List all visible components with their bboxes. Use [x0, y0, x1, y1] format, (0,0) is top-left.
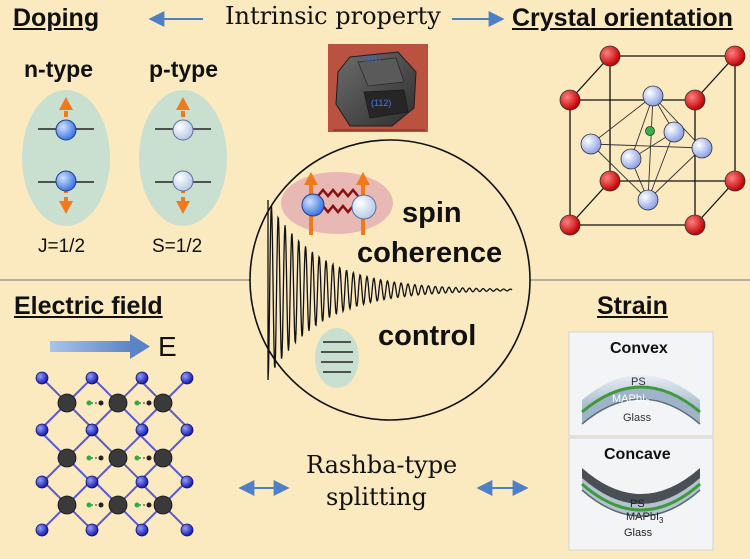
intrinsic-property-label: Intrinsic property — [225, 2, 441, 30]
cation-atom — [134, 455, 140, 461]
center-circle — [249, 139, 531, 421]
cation-atom — [146, 400, 152, 406]
lattice-atom-metal — [57, 495, 77, 515]
crystal-orientation-heading: Crystal orientation — [512, 4, 733, 32]
convex-ps-label: PS — [631, 376, 646, 388]
electric-field-heading: Electric field — [14, 292, 163, 320]
lattice-atom-small — [180, 371, 194, 385]
damped-oscillation — [267, 200, 513, 381]
p-type-label: p-type — [149, 56, 218, 82]
lattice-atom-metal — [153, 448, 173, 468]
lattice-atom-small — [85, 371, 99, 385]
strain-convex-panel — [568, 331, 714, 437]
cation-atom — [86, 400, 92, 406]
facet-label-112: (112) — [371, 98, 392, 108]
concave-label: Concave — [604, 446, 671, 463]
cation-atom — [86, 455, 92, 461]
cation-atom — [98, 455, 104, 461]
strain-concave-panel — [568, 437, 714, 551]
lattice-atom-metal — [108, 393, 128, 413]
lattice-atom-metal — [108, 448, 128, 468]
rashba-label-line2: splitting — [326, 483, 427, 511]
s-half-label: S=1/2 — [152, 236, 203, 257]
lattice-atom-small — [85, 523, 99, 537]
control-label: control — [378, 320, 477, 352]
lattice-atom-small — [85, 423, 99, 437]
facet-label-001: (001) — [362, 55, 381, 64]
rashba-label-line1: Rashba-type — [306, 451, 458, 479]
lattice-atom-small — [180, 475, 194, 489]
lattice-atom-small — [135, 423, 149, 437]
spin-pair-icon — [281, 172, 393, 235]
lattice-atom-small — [35, 475, 49, 489]
doping-heading: Doping — [13, 4, 100, 32]
cation-atom — [98, 502, 104, 508]
concave-mapbi-label: MAPbI3 — [626, 511, 664, 526]
cation-atom — [146, 455, 152, 461]
lattice-atom-small — [180, 523, 194, 537]
cation-atom — [146, 502, 152, 508]
lattice-atom-metal — [57, 448, 77, 468]
spin-label: spin — [402, 197, 462, 229]
lattice-atoms — [559, 45, 746, 236]
molecular-lattice — [35, 371, 194, 537]
convex-mapbi-label: MAPbI3 — [612, 393, 650, 408]
n-type-label: n-type — [24, 56, 93, 82]
concave-glass-label: Glass — [624, 527, 653, 539]
electric-field-arrow — [50, 334, 150, 359]
cation-atom — [98, 400, 104, 406]
j-half-label: J=1/2 — [38, 236, 86, 257]
control-blob — [315, 328, 359, 388]
n-type-blob — [22, 90, 110, 226]
lattice-atom-metal — [153, 393, 173, 413]
lattice-atom-small — [135, 371, 149, 385]
lattice-atom-small — [135, 523, 149, 537]
coherence-label: coherence — [357, 237, 503, 269]
e-symbol: E — [158, 331, 177, 362]
lattice-atom-metal — [108, 495, 128, 515]
cation-atom — [134, 502, 140, 508]
lattice-atom-metal — [57, 393, 77, 413]
lattice-atom-small — [35, 371, 49, 385]
lattice-atom-small — [35, 523, 49, 537]
lattice-atom-small — [35, 423, 49, 437]
p-type-blob — [139, 90, 227, 226]
lattice-atom-small — [135, 475, 149, 489]
convex-glass-label: Glass — [623, 412, 652, 424]
lattice-atom-metal — [153, 495, 173, 515]
concave-ps-label: PS — [630, 498, 645, 510]
crystal-photo — [328, 44, 428, 132]
lattice-atom-small — [85, 475, 99, 489]
cation-atom — [86, 502, 92, 508]
lattice-atom-small — [180, 423, 194, 437]
convex-label: Convex — [610, 340, 668, 357]
strain-heading: Strain — [597, 292, 668, 320]
cation-atom — [134, 400, 140, 406]
